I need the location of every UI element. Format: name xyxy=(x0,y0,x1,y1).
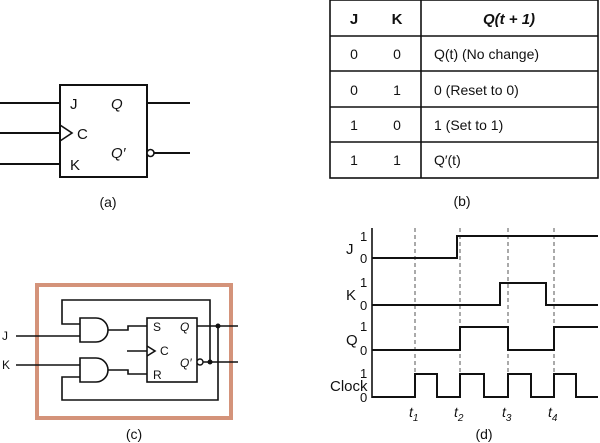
caption-c: (c) xyxy=(126,426,142,442)
pin-q-bar-label: Q′ xyxy=(180,356,192,370)
clock-triangle-icon xyxy=(146,345,157,357)
panel-c: J K S C R Q Q′ (c) xyxy=(2,283,238,442)
pin-q-label: Q xyxy=(111,96,123,113)
j-waveform xyxy=(372,235,598,259)
signal-q-label: Q xyxy=(346,332,358,349)
k-waveform xyxy=(372,282,598,306)
caption-d: (d) xyxy=(475,426,492,442)
and-gate-bottom-icon xyxy=(79,357,109,383)
q-high-label: 1 xyxy=(360,319,367,334)
row-3-j: 1 xyxy=(350,117,358,133)
row-1-k: 0 xyxy=(393,46,401,62)
pin-c-label: C xyxy=(77,126,88,143)
t2-label: t2 xyxy=(454,404,464,424)
pin-r-label: R xyxy=(153,368,162,382)
t1-label: t1 xyxy=(409,404,418,424)
k-low-label: 0 xyxy=(360,298,367,313)
row-3-k: 0 xyxy=(393,117,401,133)
row-1-j: 0 xyxy=(350,46,358,62)
input-j-label: J xyxy=(2,329,8,343)
j-low-label: 0 xyxy=(360,251,367,266)
junction-dot xyxy=(207,359,213,365)
caption-a: (a) xyxy=(99,194,116,210)
clock-waveform xyxy=(372,373,598,398)
header-k: K xyxy=(392,11,403,28)
t3-label: t3 xyxy=(502,404,512,424)
row-4-j: 1 xyxy=(350,152,358,168)
k-high-label: 1 xyxy=(360,275,367,290)
inversion-bubble-icon xyxy=(196,358,204,366)
feedback-q-bar-wire xyxy=(61,299,211,362)
q-low-label: 0 xyxy=(360,343,367,358)
clock-high-label: 1 xyxy=(360,366,367,381)
implementation-border xyxy=(35,283,233,420)
row-4-k: 1 xyxy=(393,152,401,168)
t4-label: t4 xyxy=(548,404,558,424)
pin-q-bar-label: Q′ xyxy=(111,145,127,162)
inversion-bubble-icon xyxy=(146,148,155,158)
row-3-next-state: 1 (Set to 1) xyxy=(434,117,503,133)
panel-a: J C K Q Q′ (a) xyxy=(0,84,190,210)
feedback-q-wire xyxy=(61,326,219,401)
pin-k-label: K xyxy=(70,157,80,174)
truth-table-frame xyxy=(329,0,599,179)
row-4-next-state: Q′(t) xyxy=(434,152,461,168)
row-2-k: 1 xyxy=(393,82,401,98)
row-1-next-state: Q(t) (No change) xyxy=(434,46,539,62)
signal-k-label: K xyxy=(346,287,356,304)
header-next-state: Q(t + 1) xyxy=(483,11,535,28)
pin-j-label: J xyxy=(70,96,78,113)
and-gate-top-icon xyxy=(79,317,109,343)
signal-j-label: J xyxy=(346,241,354,258)
pin-c-label: C xyxy=(160,344,169,358)
panel-b: J K Q(t + 1) 0 0 Q(t) (No change) 0 1 0 … xyxy=(329,0,599,209)
q-waveform xyxy=(372,326,598,351)
sr-flip-flop-box xyxy=(146,317,198,383)
signal-clock-label: Clock xyxy=(330,378,368,395)
input-k-label: K xyxy=(2,358,10,372)
jk-flip-flop-box xyxy=(59,84,148,178)
caption-b: (b) xyxy=(453,193,470,209)
j-high-label: 1 xyxy=(360,229,367,244)
clock-low-label: 0 xyxy=(360,390,367,405)
pin-s-label: S xyxy=(153,320,161,334)
and-to-s-wire xyxy=(108,325,147,331)
and-to-r-wire xyxy=(108,369,147,375)
pin-q-label: Q xyxy=(180,320,189,334)
junction-dot xyxy=(215,323,221,329)
clock-triangle-icon xyxy=(59,124,74,142)
row-2-j: 0 xyxy=(350,82,358,98)
panel-d: J 1 0 K 1 0 Q 1 0 Clock 1 0 t1 t2 t3 t4 … xyxy=(330,228,598,442)
header-j: J xyxy=(350,11,358,28)
row-2-next-state: 0 (Reset to 0) xyxy=(434,82,519,98)
